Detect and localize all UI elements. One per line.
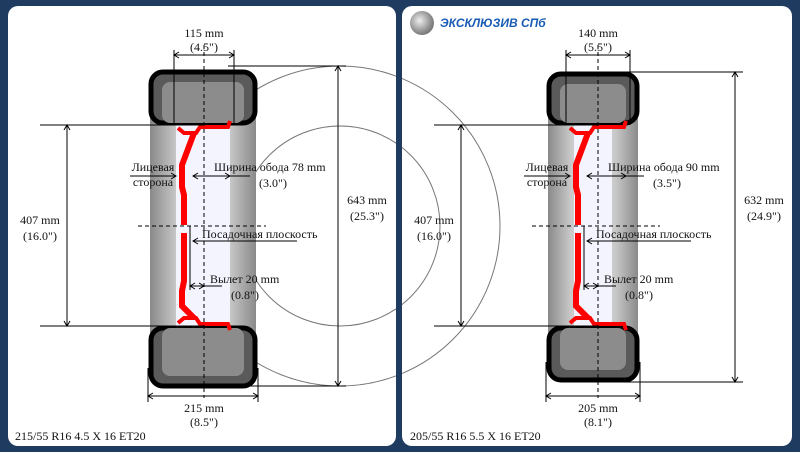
arrow xyxy=(228,51,235,59)
tire-width-mm: 215 mm xyxy=(184,401,224,415)
arrow xyxy=(583,282,590,290)
tire-width-in: (8.5") xyxy=(190,415,218,429)
rim-disc-bottom xyxy=(179,233,197,321)
offset-label: Вылет 20 mm xyxy=(604,272,674,286)
tire-width-in: (8.1") xyxy=(584,415,612,429)
mounting-plane-label: Посадочная плоскость xyxy=(596,227,712,241)
outer-diameter-mm: 643 mm xyxy=(347,193,387,207)
rim-diameter-circle xyxy=(402,125,441,327)
tire-inner xyxy=(162,82,244,123)
arrow xyxy=(586,172,593,180)
tire-inner xyxy=(560,328,626,370)
rim-profile-top xyxy=(176,120,232,135)
top-width-in: (4.5") xyxy=(190,40,218,54)
arrow xyxy=(564,172,571,180)
tire-width-mm: 205 mm xyxy=(578,401,618,415)
arrow xyxy=(252,392,259,400)
arrow xyxy=(63,124,71,131)
outer-diameter-in: (24.9") xyxy=(747,209,781,223)
rim-diameter-mm: 407 mm xyxy=(20,213,60,227)
mounting-plane-label: Посадочная плоскость xyxy=(202,227,318,241)
offset-label: Вылет 20 mm xyxy=(210,272,280,286)
outer-diameter-in: (25.3") xyxy=(350,209,384,223)
rim-width-label: Ширина обода 78 mm xyxy=(214,160,326,174)
offset-in: (0.8") xyxy=(231,288,259,302)
arrow xyxy=(624,51,631,59)
arrow xyxy=(173,51,180,59)
arrow xyxy=(565,51,572,59)
face-side-label: Лицевая xyxy=(132,160,175,174)
arrow xyxy=(586,237,593,245)
rim-width-in: (3.5") xyxy=(653,176,681,190)
offset-in: (0.8") xyxy=(625,288,653,302)
arrow xyxy=(198,282,205,290)
arrow xyxy=(334,380,342,387)
face-side-label: Лицевая xyxy=(526,160,569,174)
face-side-label: сторона xyxy=(527,175,568,189)
arrow xyxy=(192,237,199,245)
rim-diameter-mm: 407 mm xyxy=(414,213,454,227)
rim-diameter-in: (16.0") xyxy=(417,229,451,243)
rim-disc-top xyxy=(179,131,197,225)
top-width-in: (5.5") xyxy=(584,40,612,54)
size-caption: 205/55 R16 5.5 X 16 ET20 xyxy=(410,429,541,443)
rim-diameter-in: (16.0") xyxy=(23,229,57,243)
tire-inner xyxy=(560,84,626,123)
arrow xyxy=(457,124,465,131)
face-side-label: сторона xyxy=(133,175,174,189)
top-width-mm: 115 mm xyxy=(184,26,224,40)
rim-disc-top xyxy=(573,131,591,225)
rim-width-label: Ширина обода 90 mm xyxy=(608,160,720,174)
outer-diameter-circles xyxy=(402,65,501,387)
arrow xyxy=(731,376,739,383)
arrow xyxy=(731,71,739,78)
arrow xyxy=(63,320,71,327)
arrow xyxy=(147,392,154,400)
outer-diameter-circle xyxy=(402,65,501,387)
top-width-mm: 140 mm xyxy=(578,26,618,40)
arrow xyxy=(189,282,196,290)
rim-profile-bottom xyxy=(176,316,232,331)
size-caption: 215/55 R16 4.5 X 16 ET20 xyxy=(15,429,146,443)
arrow xyxy=(334,65,342,72)
rim-width-in: (3.0") xyxy=(259,176,287,190)
brand-name: ЭКСКЛЮЗИВ СПб xyxy=(440,16,546,30)
brand-logo-icon xyxy=(410,11,434,35)
outer-diameter-mm: 632 mm xyxy=(744,193,784,207)
rim-profile-bottom xyxy=(568,316,628,331)
arrow xyxy=(634,392,641,400)
rim-disc-bottom xyxy=(573,233,591,321)
arrow xyxy=(545,392,552,400)
rim-profile-top xyxy=(568,120,628,135)
arrow xyxy=(457,320,465,327)
arrow xyxy=(592,282,599,290)
arrow xyxy=(192,172,199,180)
arrow xyxy=(170,172,177,180)
tire-inner xyxy=(162,328,244,376)
brand-logo: ЭКСКЛЮЗИВ СПб xyxy=(410,11,546,35)
